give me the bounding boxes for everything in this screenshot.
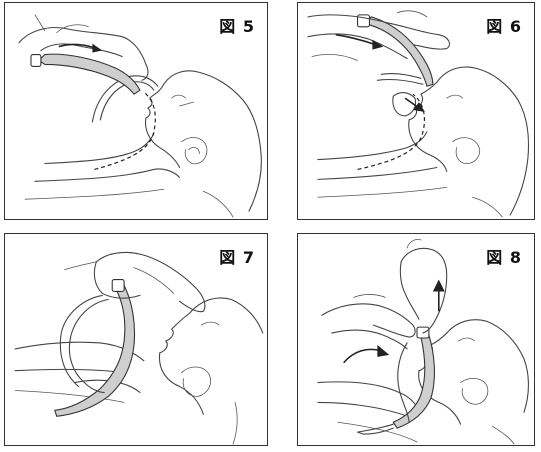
laryngoscope-blade <box>55 280 135 417</box>
figure-6-label: 図 6 <box>486 13 522 37</box>
laryngoscope-blade <box>358 327 435 434</box>
laryngoscope-blade <box>31 54 158 122</box>
figure-8-panel: 図 8 <box>297 233 535 446</box>
figure-7-label: 図 7 <box>219 244 255 268</box>
operator-hand <box>308 11 450 61</box>
operator-hand <box>19 15 148 80</box>
insertion-arrow <box>344 345 390 363</box>
operator-hand <box>65 252 205 311</box>
insertion-arrow <box>59 44 103 53</box>
patient-head-outline <box>15 298 263 444</box>
figure-7-panel: 図 7 <box>4 233 268 446</box>
figure-5-panel: 図 5 <box>4 2 268 220</box>
figure-5-label: 図 5 <box>219 13 255 37</box>
patient-head-outline <box>318 67 529 217</box>
operator-hand-left <box>322 294 415 348</box>
patient-head-outline <box>25 71 261 217</box>
figure-6-panel: 図 6 <box>297 2 535 220</box>
lift-arrow <box>433 280 445 312</box>
figure-8-label: 図 8 <box>486 244 522 268</box>
laryngoscope-blade <box>358 15 433 86</box>
